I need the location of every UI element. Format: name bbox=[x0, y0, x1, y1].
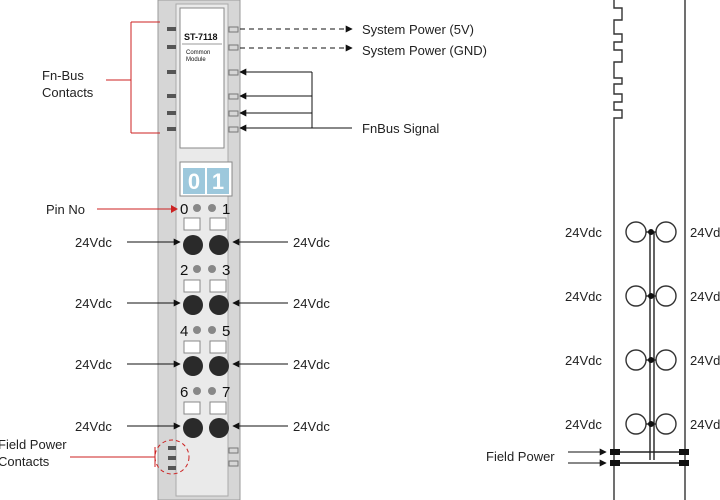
pin-group-2-3: 2 3 bbox=[180, 262, 230, 315]
fnbus-contacts-bracket bbox=[106, 21, 160, 134]
pin-no-callout: Pin No bbox=[46, 202, 178, 217]
system-power-gnd-callout: System Power (GND) bbox=[240, 43, 487, 58]
pin-group-6-7: 6 7 bbox=[180, 384, 230, 438]
field-power-contacts-label-2: Contacts bbox=[0, 454, 50, 469]
system-power-5v-label: System Power (5V) bbox=[362, 22, 474, 37]
voltage-label: 24Vdc bbox=[75, 235, 112, 250]
pin-number-5: 5 bbox=[222, 323, 230, 340]
voltage-label: 24Vdc bbox=[690, 417, 720, 432]
schematic-outline bbox=[613, 0, 686, 500]
voltage-label: 24Vdc bbox=[565, 417, 602, 432]
terminal-3 bbox=[209, 295, 229, 315]
voltage-label: 24Vdc bbox=[75, 357, 112, 372]
pin-number-4: 4 bbox=[180, 323, 188, 340]
schematic-junctions bbox=[648, 229, 654, 427]
module-model: ST-7118 bbox=[184, 32, 218, 42]
voltage-labels-left-module: 24Vdc 24Vdc 24Vdc 24Vdc 24Vdc 24Vdc 24Vd… bbox=[75, 235, 330, 434]
system-power-gnd-label: System Power (GND) bbox=[362, 43, 487, 58]
channel-display: 0 1 bbox=[179, 161, 233, 197]
voltage-label: 24Vdc bbox=[75, 419, 112, 434]
pin-number-3: 3 bbox=[222, 262, 230, 279]
module-label: ST-7118 Common Module bbox=[182, 32, 222, 63]
voltage-label: 24Vdc bbox=[75, 296, 112, 311]
terminal-0 bbox=[183, 235, 203, 255]
schematic-field-power-callout: Field Power bbox=[486, 448, 607, 467]
voltage-label: 24Vdc bbox=[293, 235, 330, 250]
pin-group-4-5: 4 5 bbox=[180, 323, 230, 376]
field-power-contacts bbox=[168, 446, 176, 470]
module-subtitle-2: Module bbox=[186, 57, 206, 63]
display-digit-0: 0 bbox=[188, 169, 200, 194]
terminal-2 bbox=[183, 295, 203, 315]
voltage-label: 24Vdc bbox=[565, 225, 602, 240]
module-subtitle-1: Common bbox=[186, 50, 210, 56]
display-digit-1: 1 bbox=[212, 169, 224, 194]
pin-number-1: 1 bbox=[222, 201, 230, 218]
fnbus-signal-label: FnBus Signal bbox=[362, 121, 439, 136]
fnbus-contacts-right bbox=[228, 26, 239, 467]
terminal-5 bbox=[209, 356, 229, 376]
voltage-label: 24Vdc bbox=[293, 296, 330, 311]
pin-group-0-1: 0 1 bbox=[180, 201, 230, 255]
pin-number-7: 7 bbox=[222, 384, 230, 401]
field-power-contacts-label-1: Field Power bbox=[0, 437, 67, 452]
voltage-label: 24Vdc bbox=[690, 289, 720, 304]
voltage-label: 24Vdc bbox=[293, 419, 330, 434]
field-power-label: Field Power bbox=[486, 449, 555, 464]
pin-number-0: 0 bbox=[180, 201, 188, 218]
voltage-callouts-left-module bbox=[127, 238, 288, 430]
schematic-terminals bbox=[625, 221, 677, 435]
pin-number-2: 2 bbox=[180, 262, 188, 279]
voltage-label: 24Vdc bbox=[690, 353, 720, 368]
fnbus-contacts-left bbox=[167, 27, 176, 131]
voltage-label: 24Vdc bbox=[293, 357, 330, 372]
fnbus-signal-callout bbox=[239, 68, 352, 132]
pin-number-6: 6 bbox=[180, 384, 188, 401]
schematic-field-power-pads bbox=[610, 449, 689, 466]
terminal-6 bbox=[183, 418, 203, 438]
fnbus-contacts-label-1: Fn-Bus bbox=[42, 68, 84, 83]
terminal-1 bbox=[209, 235, 229, 255]
terminal-7 bbox=[209, 418, 229, 438]
field-power-contacts-callout bbox=[70, 439, 190, 475]
schematic-voltage-labels: 24Vdc 24Vdc 24Vdc 24Vdc 24Vdc 24Vdc 24Vd… bbox=[565, 225, 720, 432]
pin-no-label: Pin No bbox=[46, 202, 85, 217]
terminal-4 bbox=[183, 356, 203, 376]
voltage-label: 24Vdc bbox=[565, 289, 602, 304]
fnbus-contacts-label-2: Contacts bbox=[42, 85, 94, 100]
system-power-5v-callout: System Power (5V) bbox=[240, 22, 474, 37]
voltage-label: 24Vdc bbox=[565, 353, 602, 368]
voltage-label: 24Vdc bbox=[690, 225, 720, 240]
